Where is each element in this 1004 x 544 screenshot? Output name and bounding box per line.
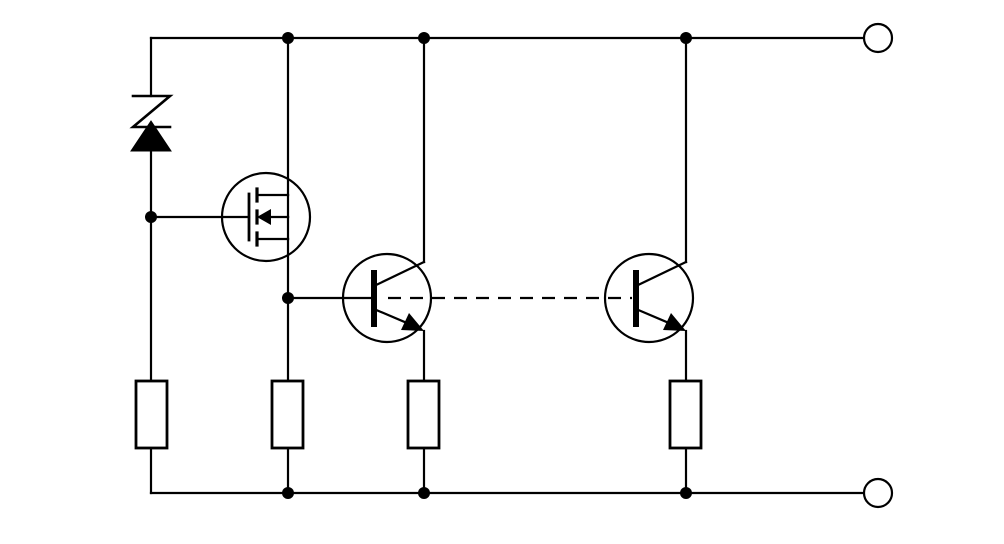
transistor-2-arrow bbox=[663, 313, 686, 331]
transistor-1 bbox=[341, 252, 433, 344]
terminal-bottom bbox=[862, 477, 894, 509]
junction-dot bbox=[418, 487, 430, 499]
junction-dot bbox=[418, 32, 430, 44]
mosfet bbox=[220, 171, 312, 263]
transistor-1-body bbox=[341, 252, 433, 344]
resistor-4 bbox=[668, 379, 703, 450]
junction-dot bbox=[145, 211, 157, 223]
terminal-top bbox=[862, 22, 894, 54]
junction-dot bbox=[680, 32, 692, 44]
transistor-2-body bbox=[603, 252, 695, 344]
junction-dots bbox=[145, 32, 692, 499]
junction-dot bbox=[282, 487, 294, 499]
resistor-3 bbox=[406, 379, 441, 450]
zener-triangle bbox=[130, 120, 172, 152]
junction-dot bbox=[680, 487, 692, 499]
zener-diode bbox=[129, 94, 174, 152]
resistor-1 bbox=[134, 379, 169, 450]
transistor-2 bbox=[603, 252, 695, 344]
mosfet-arrow bbox=[257, 209, 271, 225]
mosfet-body bbox=[220, 171, 312, 263]
transistor-1-arrow bbox=[401, 313, 424, 331]
junction-dot bbox=[282, 292, 294, 304]
resistor-2 bbox=[270, 379, 305, 450]
junction-dot bbox=[282, 32, 294, 44]
